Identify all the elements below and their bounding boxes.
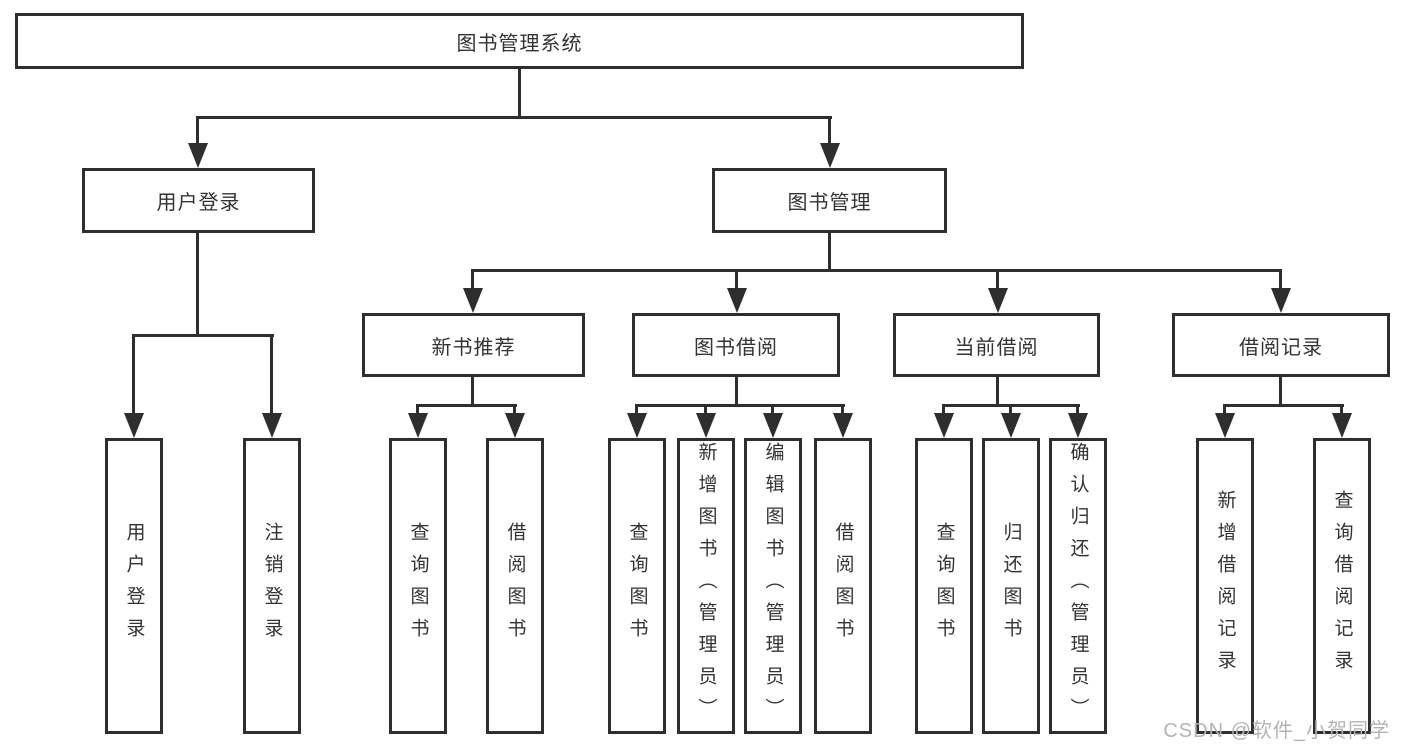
connector-book-mgmt-stem [828,233,831,271]
node-book-mgmt: 图书管理 [712,168,947,233]
leaf-cb-query-books: 查询图书 [915,438,973,734]
leaf-bb-borrow-books-label: 借阅图书 [832,522,854,650]
arrow-down-icon [833,413,853,438]
connector-book-borrow-rail [635,404,845,407]
connector-new-book-rec-stem [471,377,474,406]
node-book-mgmt-label: 图书管理 [787,192,872,214]
connector-current-borrow-rail [942,404,1080,407]
node-root: 图书管理系统 [15,13,1024,69]
node-borrow-record-label: 借阅记录 [1239,336,1323,359]
node-new-book-rec: 新书推荐 [362,313,585,377]
arrow-leaf-stem [942,406,945,418]
arrow-leaf-stem [1009,406,1012,418]
arrow-leaf-stem [704,406,707,418]
arrow-level3-stem [471,271,474,291]
connector-book-borrow-stem [735,377,738,406]
arrow-leaf-stem [635,406,638,418]
node-book-borrow: 图书借阅 [632,313,840,377]
arrow-down-icon [408,413,428,438]
csdn-watermark: CSDN @软件_小贺同学 [1163,720,1390,742]
leaf-cb-confirm-return-admin-label: 确认归还（管理员） [1067,442,1089,730]
leaf-cb-return-books-label: 归还图书 [1000,522,1022,650]
leaf-cb-confirm-return-admin: 确认归还（管理员） [1049,438,1107,734]
arrow-down-icon [1001,413,1021,438]
arrow-leaf-stem [1340,406,1343,418]
connector-current-borrow-stem [996,377,999,406]
arrow-down-icon [988,288,1008,313]
node-current-borrow: 当前借阅 [893,313,1100,377]
arrow-leaf-stem [841,406,844,418]
node-book-borrow-label: 图书借阅 [694,336,778,359]
node-new-book-rec-label: 新书推荐 [431,336,516,359]
leaf-br-query-record: 查询借阅记录 [1313,438,1371,734]
arrow-down-icon [934,413,954,438]
arrow-down-icon [763,413,783,438]
leaf-rec-borrow-books-label: 借阅图书 [504,522,526,650]
connector-borrow-record-stem [1279,377,1282,406]
connector-new-book-rec-rail [416,404,517,407]
arrow-down-icon [627,413,647,438]
leaf-br-query-record-label: 查询借阅记录 [1331,490,1353,682]
leaf-br-add-record-label: 新增借阅记录 [1214,490,1236,682]
arrow-down-icon [505,413,525,438]
connector-borrow-record-rail [1223,404,1344,407]
arrow-book-mgmt-stem [828,118,831,146]
node-borrow-record: 借阅记录 [1172,313,1390,377]
arrow-down-icon [124,413,144,438]
leaf-br-add-record: 新增借阅记录 [1196,438,1254,734]
connector-user-login-rail [132,334,274,337]
connector-root-stem [518,69,521,118]
connector-level2-rail [196,116,832,119]
arrow-leaf-stem [771,406,774,418]
arrow-down-icon [727,288,747,313]
arrow-down-icon [696,413,716,438]
node-user-login: 用户登录 [82,168,315,233]
leaf-cb-return-books: 归还图书 [982,438,1040,734]
arrow-down-icon [463,288,483,313]
leaf-bb-add-books-admin-label: 新增图书（管理员） [695,442,717,730]
arrow-down-icon [820,143,840,168]
arrow-level3-stem [996,271,999,291]
arrow-level3-stem [1279,271,1282,291]
leaf-cb-query-books-label: 查询图书 [933,522,955,650]
arrow-user-login-stem [196,118,199,146]
leaf-bb-query-books: 查询图书 [608,438,666,734]
node-user-login-label: 用户登录 [156,192,241,214]
arrow-level3-stem [735,271,738,291]
arrow-leaf-stem [513,406,516,418]
arrow-leaf-stem [1076,406,1079,418]
leaf-bb-borrow-books: 借阅图书 [814,438,872,734]
leaf-rec-query-books: 查询图书 [389,438,447,734]
arrow-down-icon [1215,413,1235,438]
leaf-bb-query-books-label: 查询图书 [626,522,648,650]
arrow-leaf-stem [416,406,419,418]
arrow-down-icon [1068,413,1088,438]
leaf-bb-edit-books-admin: 编辑图书（管理员） [744,438,802,734]
arrow-down-icon [262,413,282,438]
leaf-rec-borrow-books: 借阅图书 [486,438,544,734]
node-root-label: 图书管理系统 [456,32,583,55]
leaf-bb-add-books-admin: 新增图书（管理员） [677,438,735,734]
arrow-leaf-stem [270,336,273,416]
leaf-user-login-label: 用户登录 [123,522,145,650]
leaf-user-login: 用户登录 [105,438,163,734]
arrow-down-icon [1332,413,1352,438]
arrow-down-icon [188,143,208,168]
node-current-borrow-label: 当前借阅 [954,336,1039,359]
leaf-logout-label: 注销登录 [261,522,283,650]
arrow-leaf-stem [1223,406,1226,418]
connector-level3-rail [471,269,1282,272]
arrow-leaf-stem [132,336,135,416]
connector-user-login-stem [196,233,199,336]
arrow-down-icon [1271,288,1291,313]
leaf-bb-edit-books-admin-label: 编辑图书（管理员） [762,442,784,730]
leaf-logout: 注销登录 [243,438,301,734]
leaf-rec-query-books-label: 查询图书 [407,522,429,650]
